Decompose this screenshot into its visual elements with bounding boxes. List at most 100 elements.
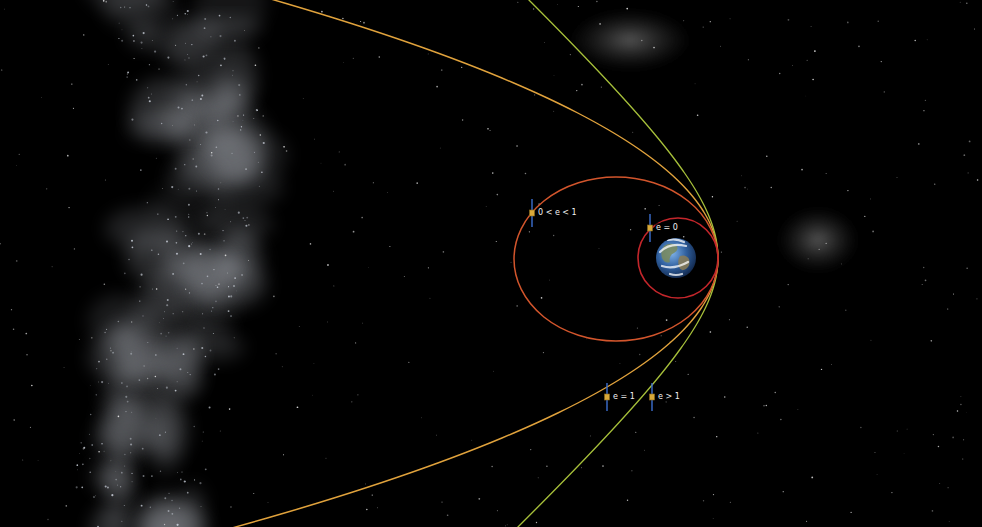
- star: [333, 190, 335, 192]
- star: [65, 505, 67, 507]
- milky-way-star: [107, 382, 109, 384]
- star: [230, 506, 231, 507]
- milky-way-star: [205, 54, 207, 56]
- star: [226, 272, 228, 274]
- milky-way-star: [179, 508, 180, 509]
- milky-way-star: [81, 486, 83, 488]
- orbit-paths: [214, 0, 718, 527]
- star: [850, 512, 851, 513]
- star: [233, 337, 235, 339]
- milky-way-star: [176, 381, 178, 383]
- star: [923, 267, 924, 268]
- eccentricity-label: e = 1: [612, 392, 636, 402]
- star: [421, 417, 423, 419]
- star: [596, 1, 598, 3]
- milky-way-star: [205, 131, 207, 133]
- milky-way-star: [211, 310, 212, 311]
- milky-way-cloud: [105, 207, 184, 250]
- milky-way-cloud: [124, 121, 194, 143]
- milky-way-star: [232, 70, 233, 71]
- milky-way-star: [210, 36, 211, 37]
- star: [408, 362, 409, 363]
- milky-way-cloud: [197, 319, 232, 341]
- star: [870, 339, 872, 341]
- star: [361, 217, 363, 219]
- milky-way-star: [150, 507, 151, 508]
- star: [869, 198, 871, 200]
- star: [313, 362, 315, 364]
- milky-way-star: [124, 505, 125, 506]
- milky-way-star: [205, 468, 207, 470]
- milky-way-star: [91, 444, 92, 445]
- star: [643, 449, 645, 451]
- milky-way-star: [151, 249, 152, 250]
- star: [825, 173, 827, 175]
- star: [126, 73, 128, 75]
- star: [3, 8, 5, 10]
- star: [576, 90, 577, 91]
- milky-way-star: [214, 373, 216, 375]
- star: [492, 370, 494, 372]
- star: [891, 492, 892, 493]
- milky-way-cloud: [93, 461, 124, 493]
- milky-way-star: [107, 487, 109, 489]
- star: [104, 179, 106, 181]
- milky-way-cloud: [105, 320, 138, 392]
- star: [599, 23, 601, 25]
- star: [713, 494, 714, 495]
- star: [632, 132, 633, 133]
- milky-way-star: [149, 100, 151, 102]
- milky-way-star: [215, 207, 217, 209]
- milky-way-star: [125, 396, 127, 398]
- eccentricity-label: e > 1: [657, 392, 681, 402]
- star: [845, 309, 847, 311]
- star: [864, 216, 865, 217]
- milky-way-star: [149, 64, 150, 65]
- milky-way-star: [120, 7, 121, 8]
- star: [485, 206, 487, 208]
- star: [118, 416, 120, 418]
- star: [312, 394, 314, 396]
- star: [47, 519, 48, 520]
- star: [441, 502, 442, 503]
- star: [806, 521, 807, 522]
- milky-way-star: [228, 310, 230, 312]
- milky-way-star: [242, 217, 244, 219]
- earth-globe: [656, 238, 696, 278]
- milky-way-star: [185, 235, 186, 236]
- star: [321, 11, 323, 13]
- star: [355, 342, 356, 343]
- star: [275, 353, 277, 355]
- milky-way-star: [201, 95, 203, 97]
- star: [11, 309, 12, 310]
- star: [826, 243, 827, 244]
- milky-way-star: [223, 240, 225, 242]
- milky-way-star: [175, 390, 177, 392]
- star: [581, 84, 583, 86]
- milky-way-star: [157, 213, 158, 214]
- milky-way-star: [218, 368, 220, 370]
- milky-way-star: [76, 486, 78, 488]
- star: [858, 46, 860, 48]
- milky-way-star: [179, 368, 181, 370]
- star: [26, 354, 27, 355]
- star: [104, 284, 106, 286]
- star: [373, 182, 374, 183]
- milky-way-cloud: [174, 70, 254, 111]
- star: [969, 141, 971, 143]
- milky-way-star: [147, 87, 148, 88]
- milky-way-star: [187, 53, 189, 55]
- milky-way-star: [200, 144, 202, 146]
- milky-way-star: [202, 313, 203, 314]
- star: [134, 58, 135, 59]
- star: [703, 26, 704, 27]
- milky-way-star: [133, 40, 135, 42]
- milky-way-star: [205, 356, 206, 357]
- star: [147, 378, 148, 379]
- star: [439, 147, 441, 149]
- star: [766, 156, 767, 157]
- milky-way-star: [151, 475, 153, 477]
- milky-way-star: [188, 188, 190, 190]
- milky-way-star: [112, 352, 114, 354]
